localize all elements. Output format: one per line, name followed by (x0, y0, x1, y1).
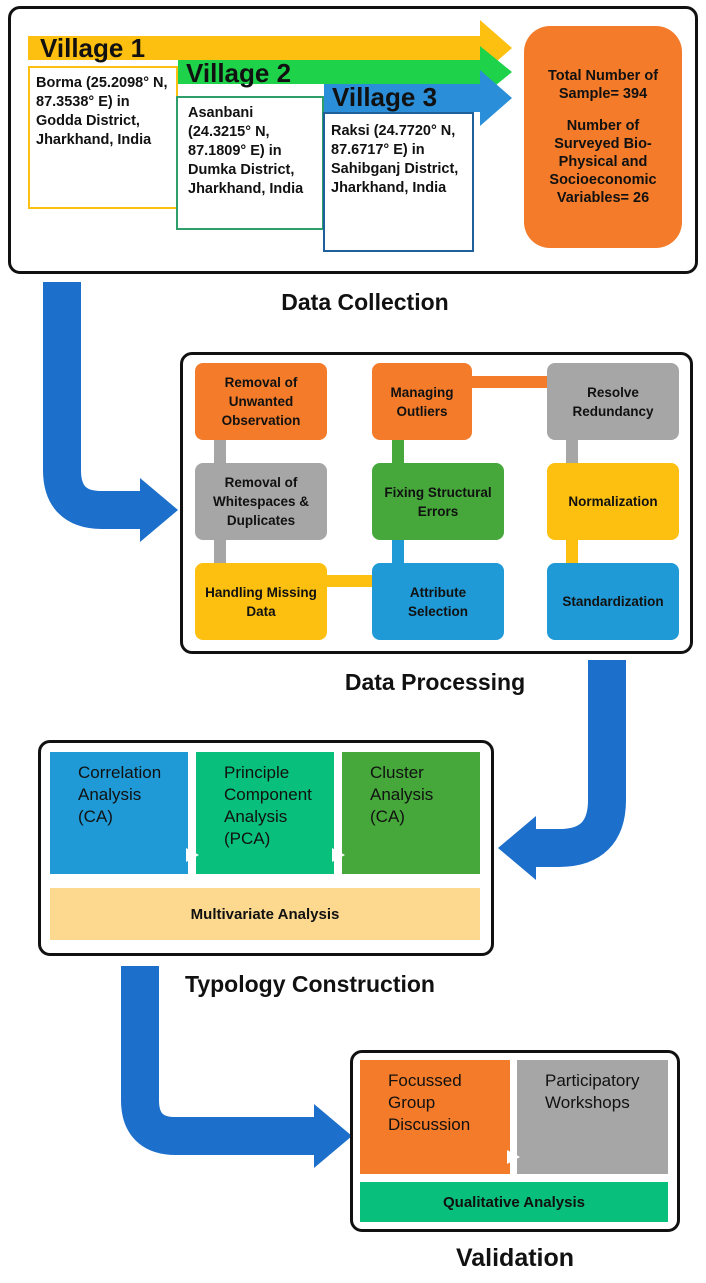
connector-redundancy-normalization (566, 438, 578, 464)
village-2-location: Asanbani (24.3215° N, 87.1809° E) in Dum… (176, 96, 324, 230)
removal-unwanted-observation-label: Removal of Unwanted Observation (221, 375, 301, 428)
standardization: Standardization (547, 563, 679, 640)
fixing-structural-errors-label: Fixing Structural Errors (384, 484, 492, 519)
removal-whitespaces-duplicates-label: Removal of Whitespaces & Duplicates (212, 475, 310, 528)
validation-title: Validation (455, 1244, 575, 1272)
data-collection-title: Data Collection (281, 289, 449, 315)
village-3-location: Raksi (24.7720° N, 87.6717° E) in Sahibg… (323, 112, 474, 252)
connector-whitespaces-missing (214, 538, 226, 564)
handling-missing-data-label: Handling Missing Data (205, 584, 317, 619)
connector-outliers-redundancy (470, 376, 550, 388)
total-samples-text: Total Number of Sample= 394 (547, 68, 659, 102)
normalization-label: Normalization (568, 494, 658, 509)
flow-arrowhead-1 (140, 478, 178, 542)
qualitative-analysis-label: Qualitative Analysis (442, 1193, 585, 1211)
participatory-workshops-box: Participatory Workshops (517, 1060, 668, 1174)
flow-arrow-processing-to-typology (532, 660, 626, 867)
connector-missing-attribute (326, 575, 376, 587)
attribute-selection-label: Attribute Selection (407, 584, 469, 619)
resolve-redundancy-label: Resolve Redundancy (572, 384, 654, 419)
flow-arrowhead-2 (498, 816, 536, 880)
resolve-redundancy: Resolve Redundancy (547, 363, 679, 440)
cluster-analysis-box: Cluster Analysis (CA) (342, 752, 480, 874)
correlation-analysis-box: Correlation Analysis (CA) (50, 752, 188, 874)
data-processing-title: Data Processing (344, 669, 526, 695)
village-3-location-text: Raksi (24.7720° N, 87.6717° E) in Sahibg… (331, 123, 459, 196)
connector-outliers-fixing (392, 438, 404, 464)
managing-outliers: Managing Outliers (372, 363, 472, 440)
correlation-analysis-label: Correlation Analysis (CA) (78, 763, 162, 826)
removal-unwanted-observation: Removal of Unwanted Observation (195, 363, 327, 440)
typology-title: Typology Construction (184, 971, 435, 997)
connector-unwanted-whitespaces (214, 438, 226, 464)
pointer-icon (332, 848, 345, 862)
pointer-icon (507, 1150, 520, 1164)
multivariate-analysis-band: Multivariate Analysis (50, 888, 480, 940)
village-2-label: Village 2 (186, 58, 292, 88)
pca-box: Principle Component Analysis (PCA) (196, 752, 334, 874)
qualitative-analysis-band: Qualitative Analysis (360, 1182, 668, 1222)
connector-normalization-standardization (566, 538, 578, 564)
focussed-group-discussion-label: Focussed Group Discussion (388, 1071, 471, 1134)
multivariate-analysis-label: Multivariate Analysis (190, 905, 340, 923)
village-2-arrow (178, 46, 512, 98)
cluster-analysis-label: Cluster Analysis (CA) (370, 763, 434, 826)
connector-fixing-attribute (392, 538, 404, 564)
removal-whitespaces-duplicates: Removal of Whitespaces & Duplicates (195, 463, 327, 540)
flow-arrow-collection-to-processing (43, 282, 142, 529)
village-1-label: Village 1 (40, 33, 146, 63)
pca-label: Principle Component Analysis (PCA) (224, 763, 312, 848)
fixing-structural-errors: Fixing Structural Errors (372, 463, 504, 540)
managing-outliers-label: Managing Outliers (390, 384, 454, 419)
pointer-icon (186, 848, 199, 862)
village-1-location: Borma (25.2098° N, 87.3538° E) in Godda … (28, 66, 178, 209)
village-2-location-text: Asanbani (24.3215° N, 87.1809° E) in Dum… (188, 105, 304, 197)
focussed-group-discussion-box: Focussed Group Discussion (360, 1060, 510, 1174)
surveyed-variables-text: Number of Surveyed Bio-Physical and Soci… (549, 118, 657, 206)
standardization-label: Standardization (562, 594, 664, 609)
village-1-arrow (28, 20, 512, 76)
sample-summary-box: Total Number of Sample= 394 Number of Su… (524, 26, 682, 248)
village-3-label: Village 3 (332, 82, 438, 112)
handling-missing-data: Handling Missing Data (195, 563, 327, 640)
normalization: Normalization (547, 463, 679, 540)
attribute-selection: Attribute Selection (372, 563, 504, 640)
village-1-location-text: Borma (25.2098° N, 87.3538° E) in Godda … (36, 75, 168, 148)
flow-arrowhead-3 (314, 1104, 352, 1168)
participatory-workshops-label: Participatory Workshops (545, 1071, 640, 1112)
